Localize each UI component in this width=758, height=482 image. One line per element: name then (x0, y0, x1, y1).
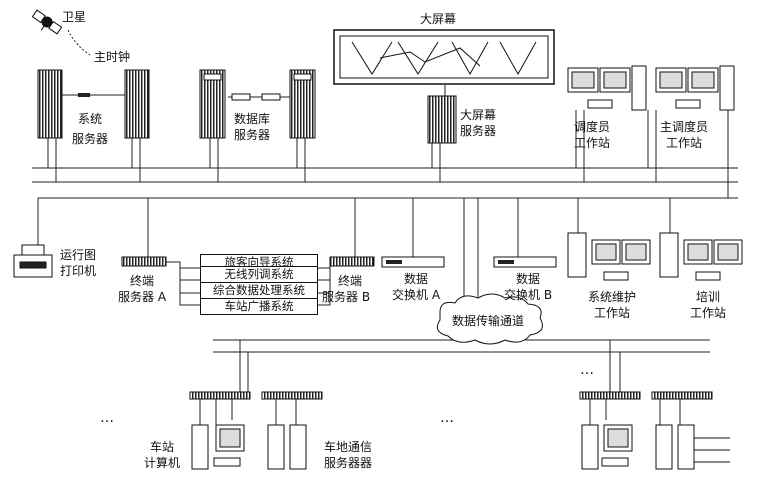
station-switch-icon-4 (651, 391, 713, 400)
label-train-ground-1: 车地通信 (324, 440, 373, 454)
label-maint-2: 工作站 (594, 306, 631, 320)
subsystem-box-data-processing: 综合数据处理系统 (200, 282, 318, 299)
terminal-server-a-icon (121, 256, 167, 267)
terminal-server-b-icon (329, 256, 375, 267)
label-database-server-1: 数据库 (234, 112, 271, 126)
label-switch-b-2: 交换机 B (504, 288, 553, 302)
label-big-screen: 大屏幕 (420, 12, 457, 26)
subsystem-box-station-broadcast: 车站广播系统 (200, 298, 318, 315)
label-switch-b-1: 数据 (516, 272, 541, 286)
satellite-icon (31, 9, 63, 35)
label-printer-2: 打印机 (60, 264, 97, 278)
label-switch-a-1: 数据 (404, 272, 429, 286)
data-switch-a-icon (381, 256, 445, 268)
label-station-computer-1: 车站 (150, 440, 175, 454)
big-screen-server-icon (427, 95, 457, 144)
label-station-computer-2: 计算机 (144, 456, 181, 470)
label-terminal-b-1: 终端 (338, 274, 363, 288)
label-train-ground-2: 服务器器 (324, 456, 373, 470)
ellipsis-left: … (100, 410, 115, 426)
data-channel-cloud (436, 293, 543, 345)
label-maint-1: 系统维护 (588, 290, 637, 304)
ellipsis-right: … (580, 362, 595, 378)
db-server-icon-1 (199, 69, 226, 139)
label-dispatcher-2: 工作站 (574, 136, 611, 150)
subsystem-box-radio-dispatch: 无线列调系统 (200, 266, 318, 283)
printer-icon (13, 244, 53, 278)
label-terminal-b-2: 服务器 B (322, 290, 371, 304)
station-computer-icon (191, 424, 245, 470)
big-screen-icon (333, 29, 555, 85)
label-training-2: 工作站 (690, 306, 727, 320)
label-system-server-2: 服务器 (72, 132, 109, 146)
label-master-clock: 主时钟 (94, 50, 131, 64)
label-data-channel: 数据传输通道 (452, 314, 525, 328)
label-printer-1: 运行图 (60, 248, 97, 262)
label-dispatcher-1: 调度员 (574, 120, 611, 134)
training-workstation-icon (659, 232, 743, 281)
label-switch-a-2: 交换机 A (392, 288, 441, 302)
ellipsis-middle: … (440, 410, 455, 426)
train-ground-server-icon (267, 424, 307, 470)
data-switch-b-icon (493, 256, 557, 268)
remote-station-equipment-icon (581, 424, 730, 470)
label-big-screen-server-2: 服务器 (460, 124, 497, 138)
label-chief-dispatcher-1: 主调度员 (660, 120, 709, 134)
server-icon-2 (124, 69, 150, 139)
station-switch-icon-2 (261, 391, 323, 400)
chief-dispatcher-workstation-icon (655, 65, 735, 111)
label-system-server-1: 系统 (78, 112, 103, 126)
label-terminal-a-2: 服务器 A (118, 290, 167, 304)
master-clock-icon (78, 93, 90, 97)
dispatcher-workstation-icon (567, 65, 647, 111)
db-server-icon-2 (289, 69, 316, 139)
station-switch-icon-1 (189, 391, 251, 400)
label-big-screen-server-1: 大屏幕 (460, 108, 497, 122)
label-chief-dispatcher-2: 工作站 (666, 136, 703, 150)
label-satellite: 卫星 (62, 10, 87, 24)
label-database-server-2: 服务器 (234, 128, 271, 142)
label-terminal-a-1: 终端 (130, 274, 155, 288)
server-icon-1 (37, 69, 63, 139)
station-switch-icon-3 (579, 391, 641, 400)
label-training-1: 培训 (696, 290, 721, 304)
maintenance-workstation-icon (567, 232, 651, 281)
